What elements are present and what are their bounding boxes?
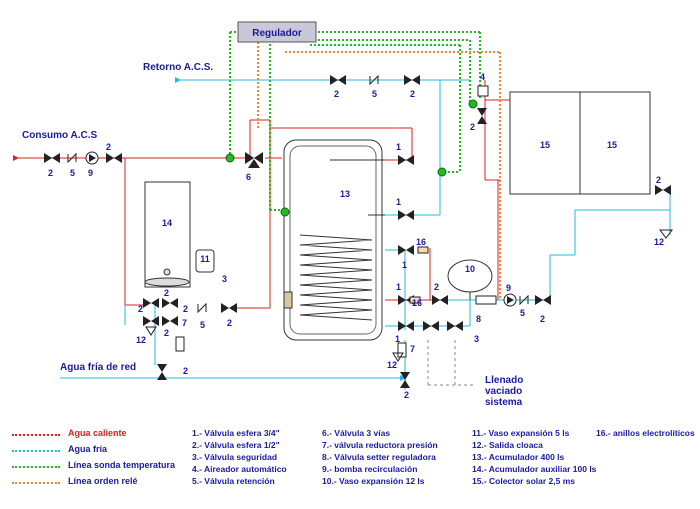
callout-2: 2 [48,168,53,178]
callout-4: 4 [480,72,485,82]
callout-2: 2 [183,304,188,314]
callout-12: 12 [654,237,664,247]
three-way-valve [245,152,263,168]
drain-lines [427,340,475,386]
legend-item: 7.- válvula reductora presión [322,440,438,450]
expansion-vessel-small: 11 [195,249,215,273]
callout-2: 2 [410,89,415,99]
acc-aux-number: 14 [162,218,172,228]
callout-2: 2 [404,390,409,400]
legend-item: 11.- Vaso expansión 5 ls [472,428,570,438]
accumulator-aux: 14 [144,181,191,288]
callout-2: 2 [106,142,111,152]
sensor-dots [225,99,478,217]
callout-3: 3 [222,274,227,284]
solar-collectors: 15 15 [509,91,651,195]
callout-16: 16 [416,237,426,247]
legend-item: 4.- Aireador automático [192,464,287,474]
callout-2: 2 [227,318,232,328]
collector-b-number: 15 [607,140,617,150]
setter-valve [475,295,497,305]
legend-relay-label: Línea orden relé [68,476,138,486]
callout-2: 2 [470,122,475,132]
label-sistema: sistema [485,397,523,408]
legend-item: 3.- Válvula seguridad [192,452,278,462]
callout-9: 9 [88,168,93,178]
plumbing-schematic: Regulador 13 14 15 15 11 10 [13,21,673,408]
callout-8: 8 [476,314,481,324]
legend-item: 6.- Válvula 3 vías [322,428,391,438]
callout-2: 2 [164,328,169,338]
callout-1: 1 [402,260,407,270]
callout-1: 1 [396,282,401,292]
regulator-label: Regulador [252,28,302,39]
drains [145,229,673,362]
callout-7: 7 [182,318,187,328]
label-consumo: Consumo A.C.S [22,130,98,141]
label-llenado: Llenado [485,375,523,386]
callout-5: 5 [200,320,205,330]
label-agua-fria-red: Agua fría de red [60,362,136,373]
callout-12: 12 [136,335,146,345]
accumulator-main: 13 [283,139,385,341]
callout-1: 1 [396,142,401,152]
regulator: Regulador [237,21,317,43]
callout-2: 2 [164,288,169,298]
legend-cold-label: Agua fría [68,444,108,454]
callout-2: 2 [183,366,188,376]
callout-9: 9 [506,283,511,293]
expansion-vessel-large: 10 [447,259,493,300]
legend-item: 16.- anillos electrolíticos [596,428,695,438]
callout-6: 6 [246,172,251,182]
callout-2: 2 [138,304,143,314]
legend-item: 2.- Válvula esfera 1/2" [192,440,280,450]
legend-item: 1.- Válvula esfera 3/4" [192,428,280,438]
check-valves [67,74,529,314]
legend-item: 13.- Acumulador 400 ls [472,452,565,462]
legend-item: 8.- Válvula setter reguladora [322,452,436,462]
legend-item: 15.- Colector solar 2,5 ms [472,476,575,486]
callout-16: 16 [412,298,422,308]
callout-7: 7 [410,344,415,354]
callout-5: 5 [70,168,75,178]
callout-2: 2 [334,89,339,99]
hot-water-pipes [13,80,510,309]
callout-2: 2 [540,314,545,324]
legend-item: 10.- Vaso expansión 12 ls [322,476,425,486]
legend-hot-label: Agua caliente [68,428,127,438]
label-retorno: Retorno A.C.S. [143,62,213,73]
legend-sensor-label: Línea sonda temperatura [68,460,176,470]
legend-item: 9.- bomba recirculación [322,464,418,474]
exp-small-number: 11 [200,254,210,264]
air-vent [477,85,489,97]
electrolytic-rings [409,246,429,304]
relay-lines [257,42,501,300]
legend-item: 14.- Acumulador auxiliar 100 ls [472,464,597,474]
acc-main-number: 13 [340,189,350,199]
legend: Agua caliente Agua fría Línea sonda temp… [0,420,700,509]
callout-5: 5 [372,89,377,99]
callout-1: 1 [396,197,401,207]
legend-item: 12.- Salida cloaca [472,440,543,450]
exp-large-number: 10 [465,264,475,274]
label-vaciado: vaciado [485,386,522,397]
callout-2: 2 [434,282,439,292]
collector-a-number: 15 [540,140,550,150]
legend-item: 5.- Válvula retención [192,476,275,486]
callout-5: 5 [520,308,525,318]
callout-numbers: 2 5 9 2 6 2 5 2 4 2 1 1 16 1 1 16 2 8 9 … [48,72,664,400]
callout-3: 3 [474,334,479,344]
callout-12: 12 [387,360,397,370]
pressure-reducers [175,336,407,358]
pumps [85,151,517,307]
callout-2: 2 [656,175,661,185]
callout-1: 1 [395,334,400,344]
